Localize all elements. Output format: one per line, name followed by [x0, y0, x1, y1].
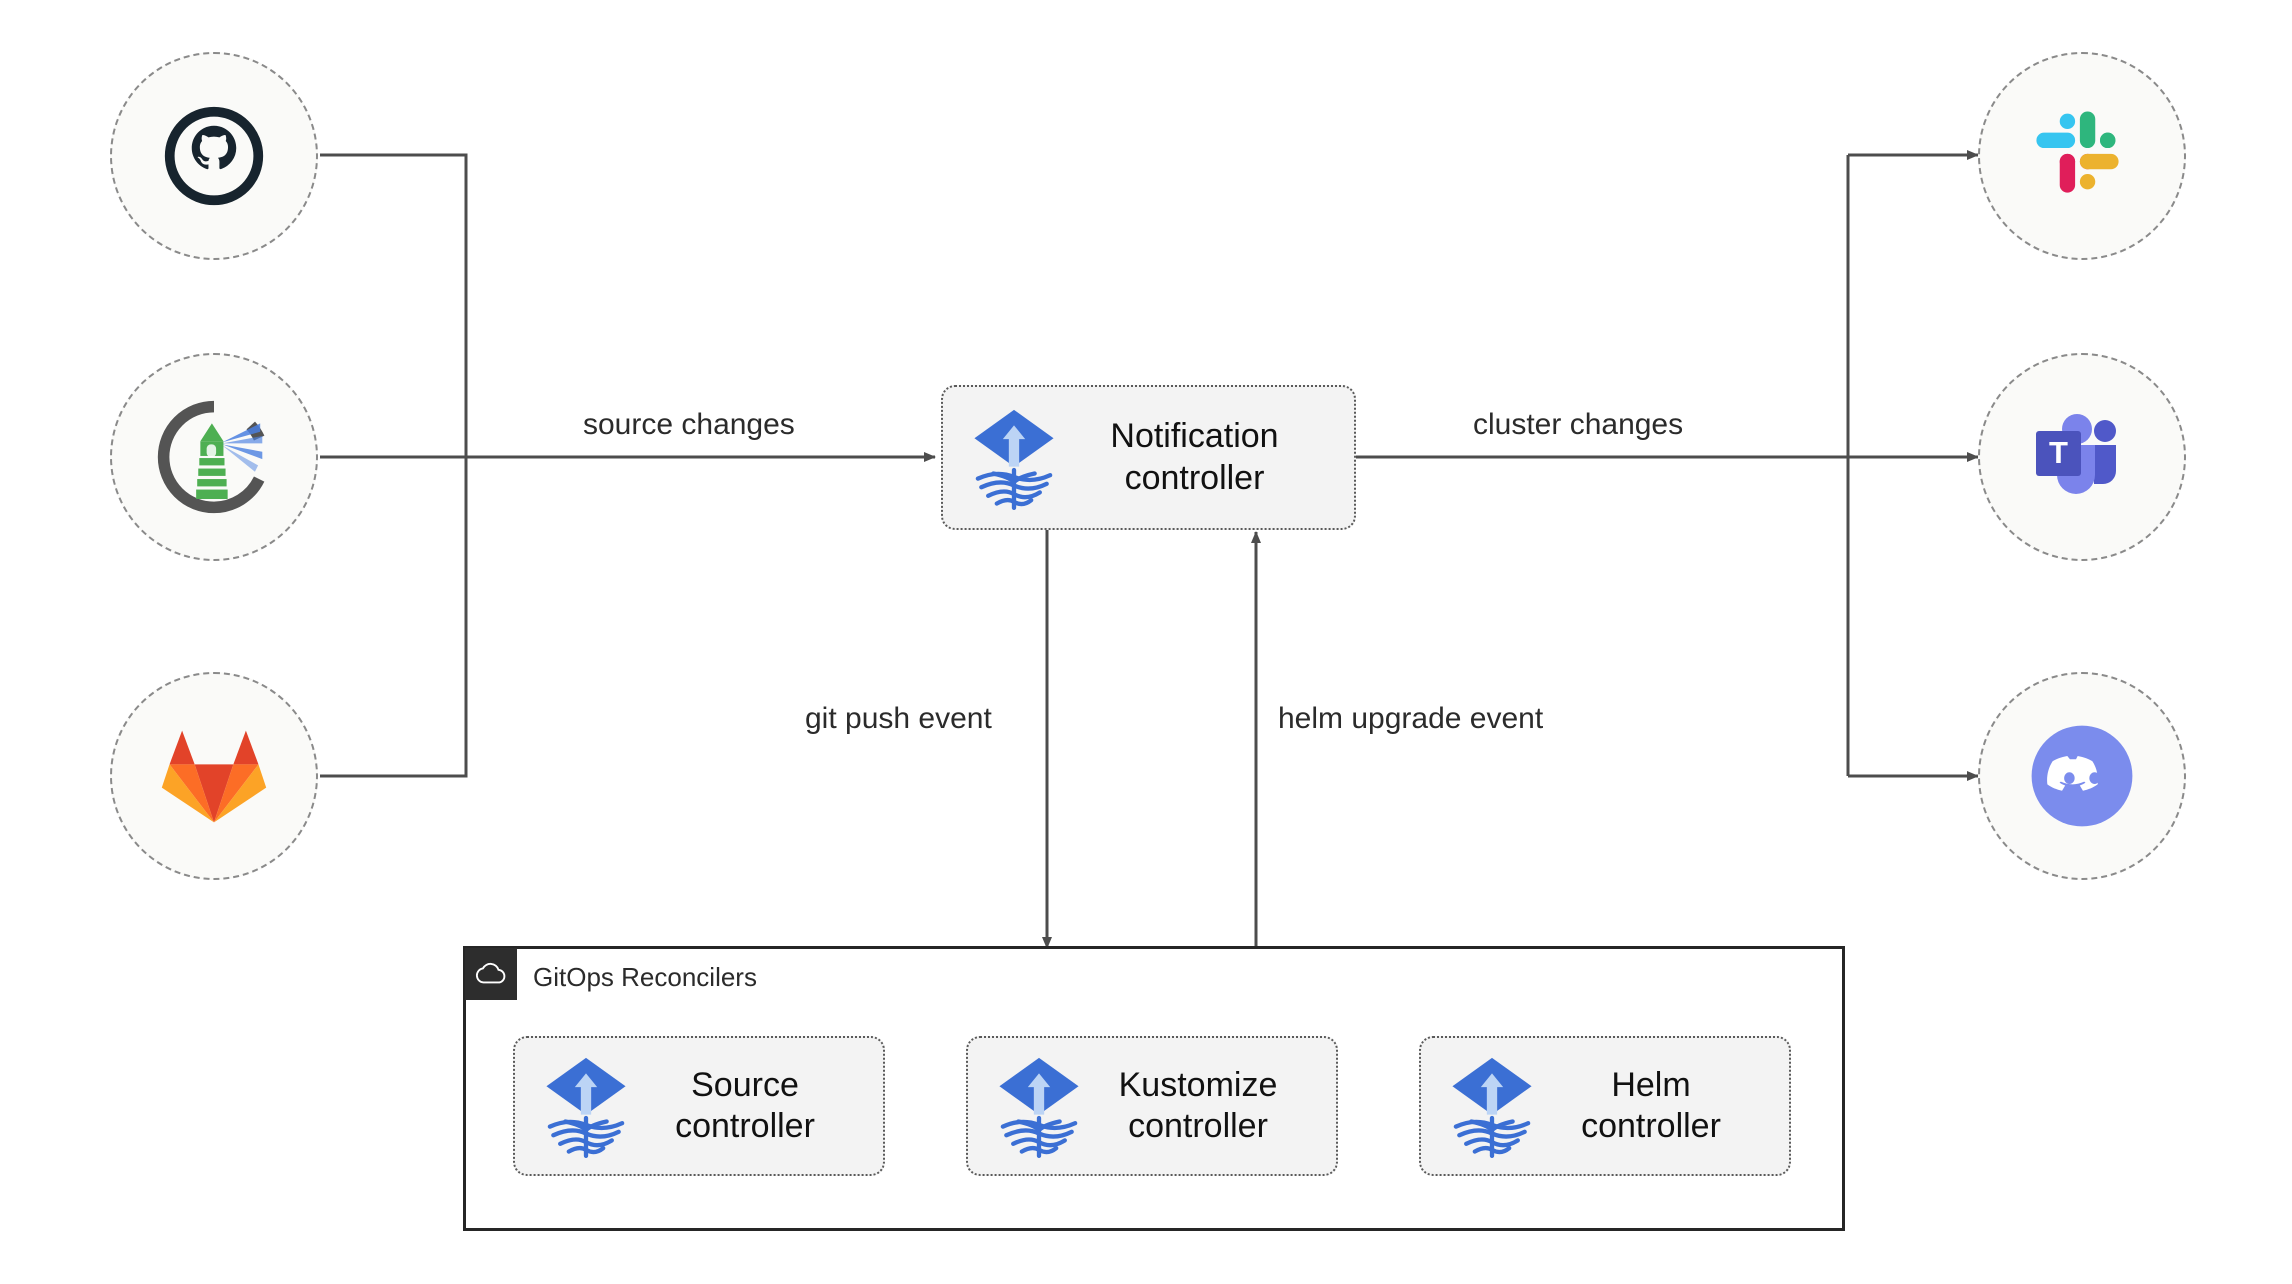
kustomize-controller-node[interactable]: Kustomize controller: [966, 1036, 1338, 1176]
edge-label-source-changes: source changes: [573, 408, 805, 441]
source-node-flux[interactable]: [110, 353, 318, 561]
destination-node-slack[interactable]: [1978, 52, 2186, 260]
helm-controller-node[interactable]: Helm controller: [1419, 1036, 1791, 1176]
destination-node-discord[interactable]: [1978, 672, 2186, 880]
edge-label-cluster-changes: cluster changes: [1463, 408, 1694, 441]
svg-text:T: T: [2049, 435, 2068, 470]
flux-controller-icon: [999, 1057, 1079, 1158]
edge-label-helm-upgrade-event: helm upgrade event: [1268, 702, 1554, 735]
notification-controller-label: Notification controller: [1110, 417, 1279, 497]
cloud-icon: [475, 962, 506, 984]
gitops-reconcilers-title: GitOps Reconcilers: [533, 962, 757, 992]
kustomize-controller-label: Kustomize controller: [1118, 1065, 1278, 1145]
destination-node-teams[interactable]: T: [1978, 353, 2186, 561]
gitlab-icon: [161, 730, 267, 823]
slack-icon: [2036, 111, 2119, 193]
flux-controller-icon: [1452, 1057, 1532, 1158]
edge-source-changes: [320, 153, 936, 778]
edge-label-git-push-event: git push event: [795, 702, 1002, 735]
flux-controller-icon: [546, 1057, 626, 1158]
source-controller-node[interactable]: Source controller: [513, 1036, 885, 1176]
notification-controller-node[interactable]: Notification controller: [941, 385, 1356, 530]
source-node-gitlab[interactable]: [110, 672, 318, 880]
discord-icon: [2031, 725, 2133, 827]
helm-controller-label: Helm controller: [1581, 1065, 1721, 1145]
source-controller-label: Source controller: [675, 1065, 815, 1145]
microsoft-teams-icon: T: [2036, 414, 2116, 494]
flux-lighthouse-icon: [157, 400, 265, 514]
edge-cluster-changes: [1356, 150, 1979, 781]
github-icon: [164, 106, 264, 206]
source-node-github[interactable]: [110, 52, 318, 260]
gitops-reconcilers-tab: [465, 948, 517, 1000]
flux-controller-icon: [974, 409, 1054, 510]
